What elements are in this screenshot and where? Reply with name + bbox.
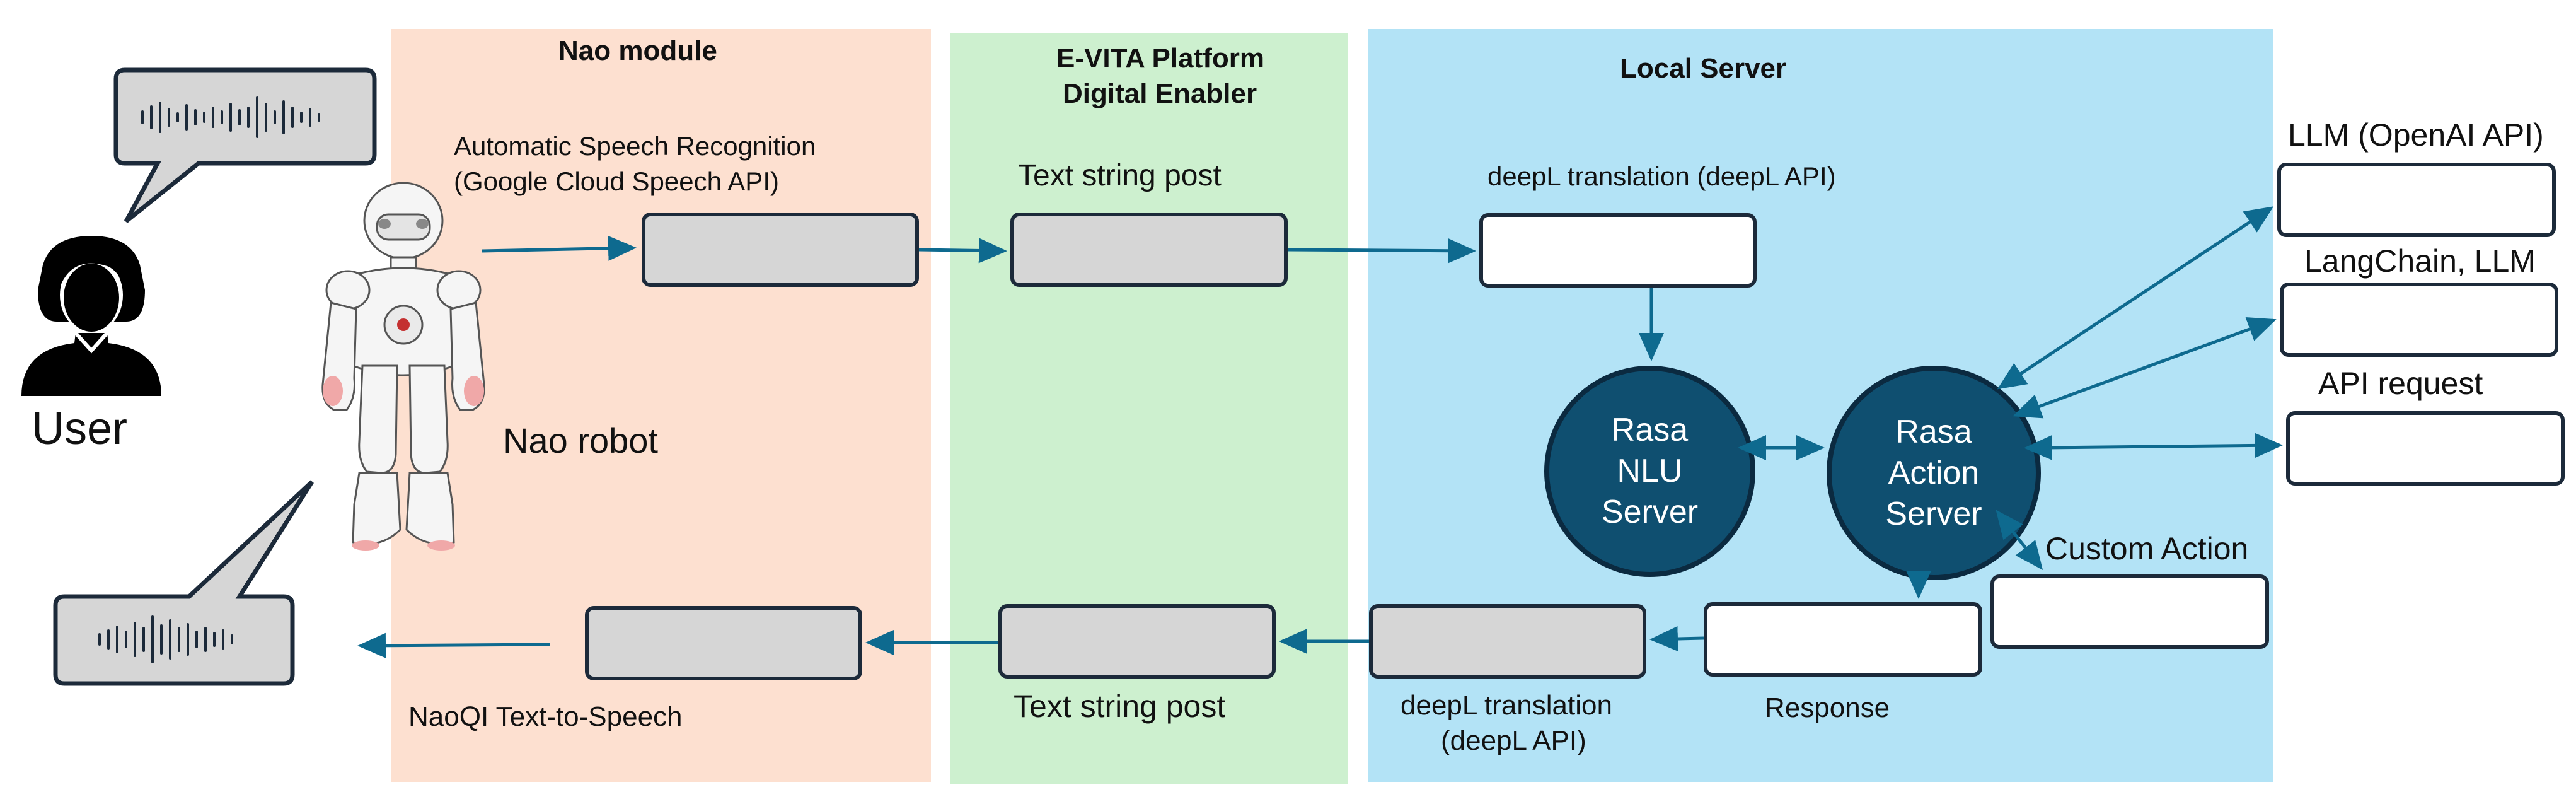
api-request-label: API request bbox=[2318, 366, 2483, 401]
llm-label: LLM (OpenAI API) bbox=[2288, 117, 2544, 153]
response-label: Response bbox=[1765, 692, 1890, 723]
text-post-bottom-label: Text string post bbox=[1014, 689, 1226, 724]
deepl-top-label: deepL translation (deepL API) bbox=[1487, 161, 1836, 191]
response-box bbox=[1704, 602, 1982, 677]
robot-speech-bubble bbox=[53, 480, 314, 686]
arrow-tts-to-robot bbox=[357, 632, 550, 658]
arrow-textpost-to-deepl bbox=[1287, 238, 1476, 264]
deepl-top-box bbox=[1479, 213, 1757, 288]
nlu-line2: NLU bbox=[1617, 453, 1683, 489]
deepl-bottom-label-line2: (deepL API) bbox=[1441, 725, 1586, 756]
action-line2: Action bbox=[1888, 454, 1980, 491]
nlu-line1: Rasa bbox=[1611, 412, 1689, 448]
local-server-title: Local Server bbox=[1620, 53, 1787, 84]
deepl-bottom-box bbox=[1369, 604, 1646, 679]
action-line3: Server bbox=[1885, 495, 1982, 532]
custom-action-label: Custom Action bbox=[2045, 531, 2249, 566]
arrow-action-custom bbox=[1996, 510, 2043, 570]
nao-module-title: Nao module bbox=[558, 35, 717, 66]
text-post-top-box bbox=[1010, 213, 1288, 287]
nlu-line3: Server bbox=[1601, 494, 1699, 530]
user-label: User bbox=[32, 404, 128, 454]
nao-robot-label: Nao robot bbox=[503, 421, 658, 460]
arrow-robot-to-asr bbox=[482, 235, 637, 261]
user-icon bbox=[21, 236, 161, 396]
llm-box bbox=[2277, 163, 2556, 237]
tts-box bbox=[585, 606, 862, 680]
custom-action-box bbox=[1990, 574, 2269, 649]
waveform-icon bbox=[98, 615, 233, 663]
deepl-bottom-label-line1: deepL translation bbox=[1401, 690, 1612, 721]
arrow-action-langchain bbox=[2013, 317, 2277, 419]
arrow-action-llm bbox=[1997, 206, 2274, 390]
action-line1: Rasa bbox=[1895, 413, 1972, 450]
user-speech-bubble bbox=[113, 67, 377, 223]
nao-robot-icon bbox=[321, 182, 485, 551]
rasa-nlu-server: Rasa NLU Server bbox=[1544, 366, 1755, 577]
asr-label-line1: Automatic Speech Recognition bbox=[454, 131, 816, 161]
arrow-action-api bbox=[2024, 433, 2283, 460]
langchain-label: LangChain, LLM bbox=[2304, 243, 2536, 279]
tts-label: NaoQI Text-to-Speech bbox=[408, 701, 683, 732]
waveform-icon bbox=[141, 96, 320, 138]
asr-label-line2: (Google Cloud Speech API) bbox=[454, 166, 779, 196]
evita-title-line2: Digital Enabler bbox=[1063, 78, 1257, 109]
asr-box bbox=[642, 213, 919, 287]
arrow-response-to-deepl bbox=[1649, 626, 1704, 652]
evita-title-line1: E-VITA Platform bbox=[1056, 43, 1265, 74]
api-request-box bbox=[2286, 411, 2565, 486]
text-post-bottom-box bbox=[998, 604, 1276, 679]
text-post-top-label: Text string post bbox=[1018, 159, 1222, 192]
arrow-asr-to-textpost bbox=[918, 238, 1007, 264]
langchain-box bbox=[2280, 283, 2558, 357]
